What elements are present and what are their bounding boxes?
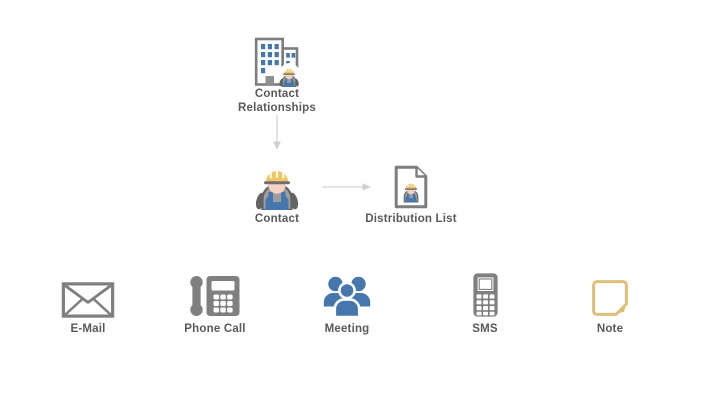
envelope-icon [60, 270, 116, 318]
construction-worker-icon [254, 157, 300, 210]
node-label-contact-relationships: Contact Relationships [237, 88, 316, 114]
sticky-note-icon [592, 280, 628, 316]
people-group-icon [323, 276, 371, 318]
activity-label-email: E-Mail [70, 323, 106, 335]
mobile-phone-icon [472, 273, 498, 317]
activity-label-note: Note [596, 323, 624, 335]
document-worker-icon [392, 165, 430, 209]
activity-email[interactable]: E-Mail [28, 270, 148, 336]
node-contact-relationships[interactable]: Contact Relationships [217, 37, 337, 115]
desk-phone-icon [189, 270, 241, 318]
activity-meeting[interactable]: Meeting [287, 270, 407, 336]
node-distribution-list[interactable]: Distribution List [361, 165, 461, 226]
connector-right-arrow [322, 183, 371, 191]
activity-label-sms: SMS [472, 323, 498, 335]
building-worker-icon [254, 37, 301, 87]
construction-worker-icon [255, 170, 299, 210]
node-contact[interactable]: Contact [227, 157, 327, 226]
activity-label-phone-call: Phone Call [184, 323, 246, 335]
building-worker-icon [253, 37, 301, 87]
sticky-note-icon [590, 270, 630, 318]
activity-note[interactable]: Note [550, 270, 670, 336]
node-label-distribution-list: Distribution List [365, 213, 457, 225]
envelope-icon [61, 282, 115, 318]
mobile-phone-icon [472, 270, 499, 318]
node-label-contact: Contact [254, 213, 300, 225]
activity-sms[interactable]: SMS [425, 270, 545, 336]
document-worker-icon [394, 165, 428, 209]
connector-down-arrow [273, 115, 281, 150]
desk-phone-icon [190, 276, 240, 316]
activity-label-meeting: Meeting [324, 323, 370, 335]
activity-phone-call[interactable]: Phone Call [155, 270, 275, 336]
people-group-icon [322, 270, 372, 318]
